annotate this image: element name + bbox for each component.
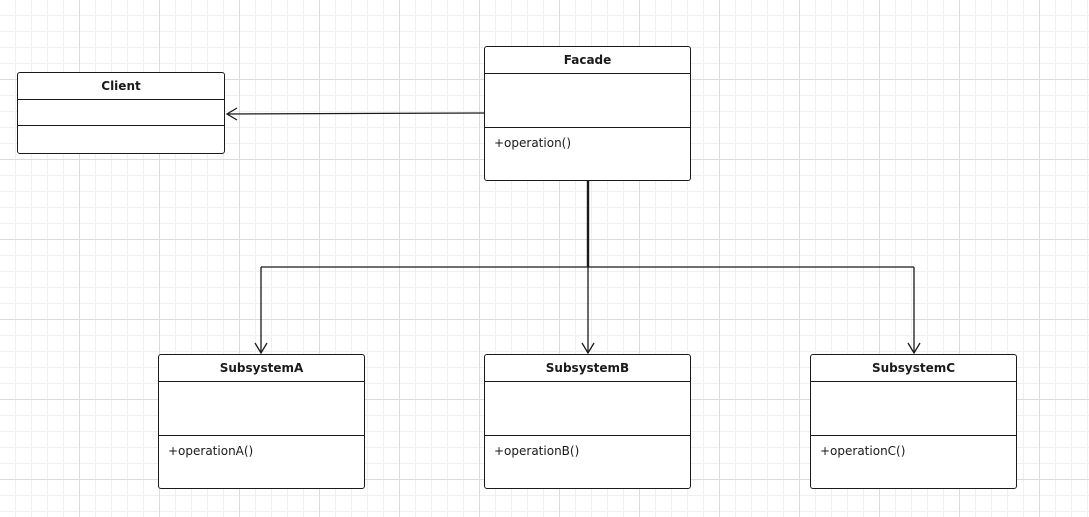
connector-facade-to-subsystem-c[interactable] <box>907 267 921 355</box>
class-subsystem-b[interactable]: SubsystemB +operationB() <box>484 354 691 489</box>
open-arrowhead <box>254 342 268 355</box>
class-name[interactable]: SubsystemA <box>159 355 364 382</box>
class-name[interactable]: SubsystemB <box>485 355 690 382</box>
method-operation-c[interactable]: +operationC() <box>820 444 906 458</box>
connector-facade-to-subsystem-a[interactable] <box>254 267 268 355</box>
attributes-compartment[interactable] <box>485 382 690 436</box>
open-arrowhead <box>907 342 921 355</box>
open-arrowhead <box>225 107 238 121</box>
open-arrowhead <box>581 342 595 355</box>
class-name[interactable]: Client <box>18 73 224 100</box>
class-subsystem-c[interactable]: SubsystemC +operationC() <box>810 354 1017 489</box>
connector-facade-to-subsystem-b[interactable] <box>581 267 595 355</box>
method-operation[interactable]: +operation() <box>494 136 572 150</box>
methods-compartment[interactable]: +operationB() <box>485 436 690 458</box>
method-operation-b[interactable]: +operationB() <box>494 444 580 458</box>
attributes-compartment[interactable] <box>18 100 224 126</box>
methods-compartment[interactable]: +operation() <box>485 128 690 150</box>
attributes-compartment[interactable] <box>811 382 1016 436</box>
method-operation-a[interactable]: +operationA() <box>168 444 254 458</box>
methods-compartment[interactable]: +operationA() <box>159 436 364 458</box>
methods-compartment[interactable]: +operationC() <box>811 436 1016 458</box>
class-facade[interactable]: Facade +operation() <box>484 46 691 181</box>
class-name[interactable]: Facade <box>485 47 690 74</box>
class-name[interactable]: SubsystemC <box>811 355 1016 382</box>
attributes-compartment[interactable] <box>159 382 364 436</box>
class-subsystem-a[interactable]: SubsystemA +operationA() <box>158 354 365 489</box>
connector-facade-trunk[interactable] <box>261 181 914 268</box>
class-client[interactable]: Client <box>17 72 225 154</box>
attributes-compartment[interactable] <box>485 74 690 128</box>
connector-facade-to-client[interactable] <box>225 107 485 121</box>
